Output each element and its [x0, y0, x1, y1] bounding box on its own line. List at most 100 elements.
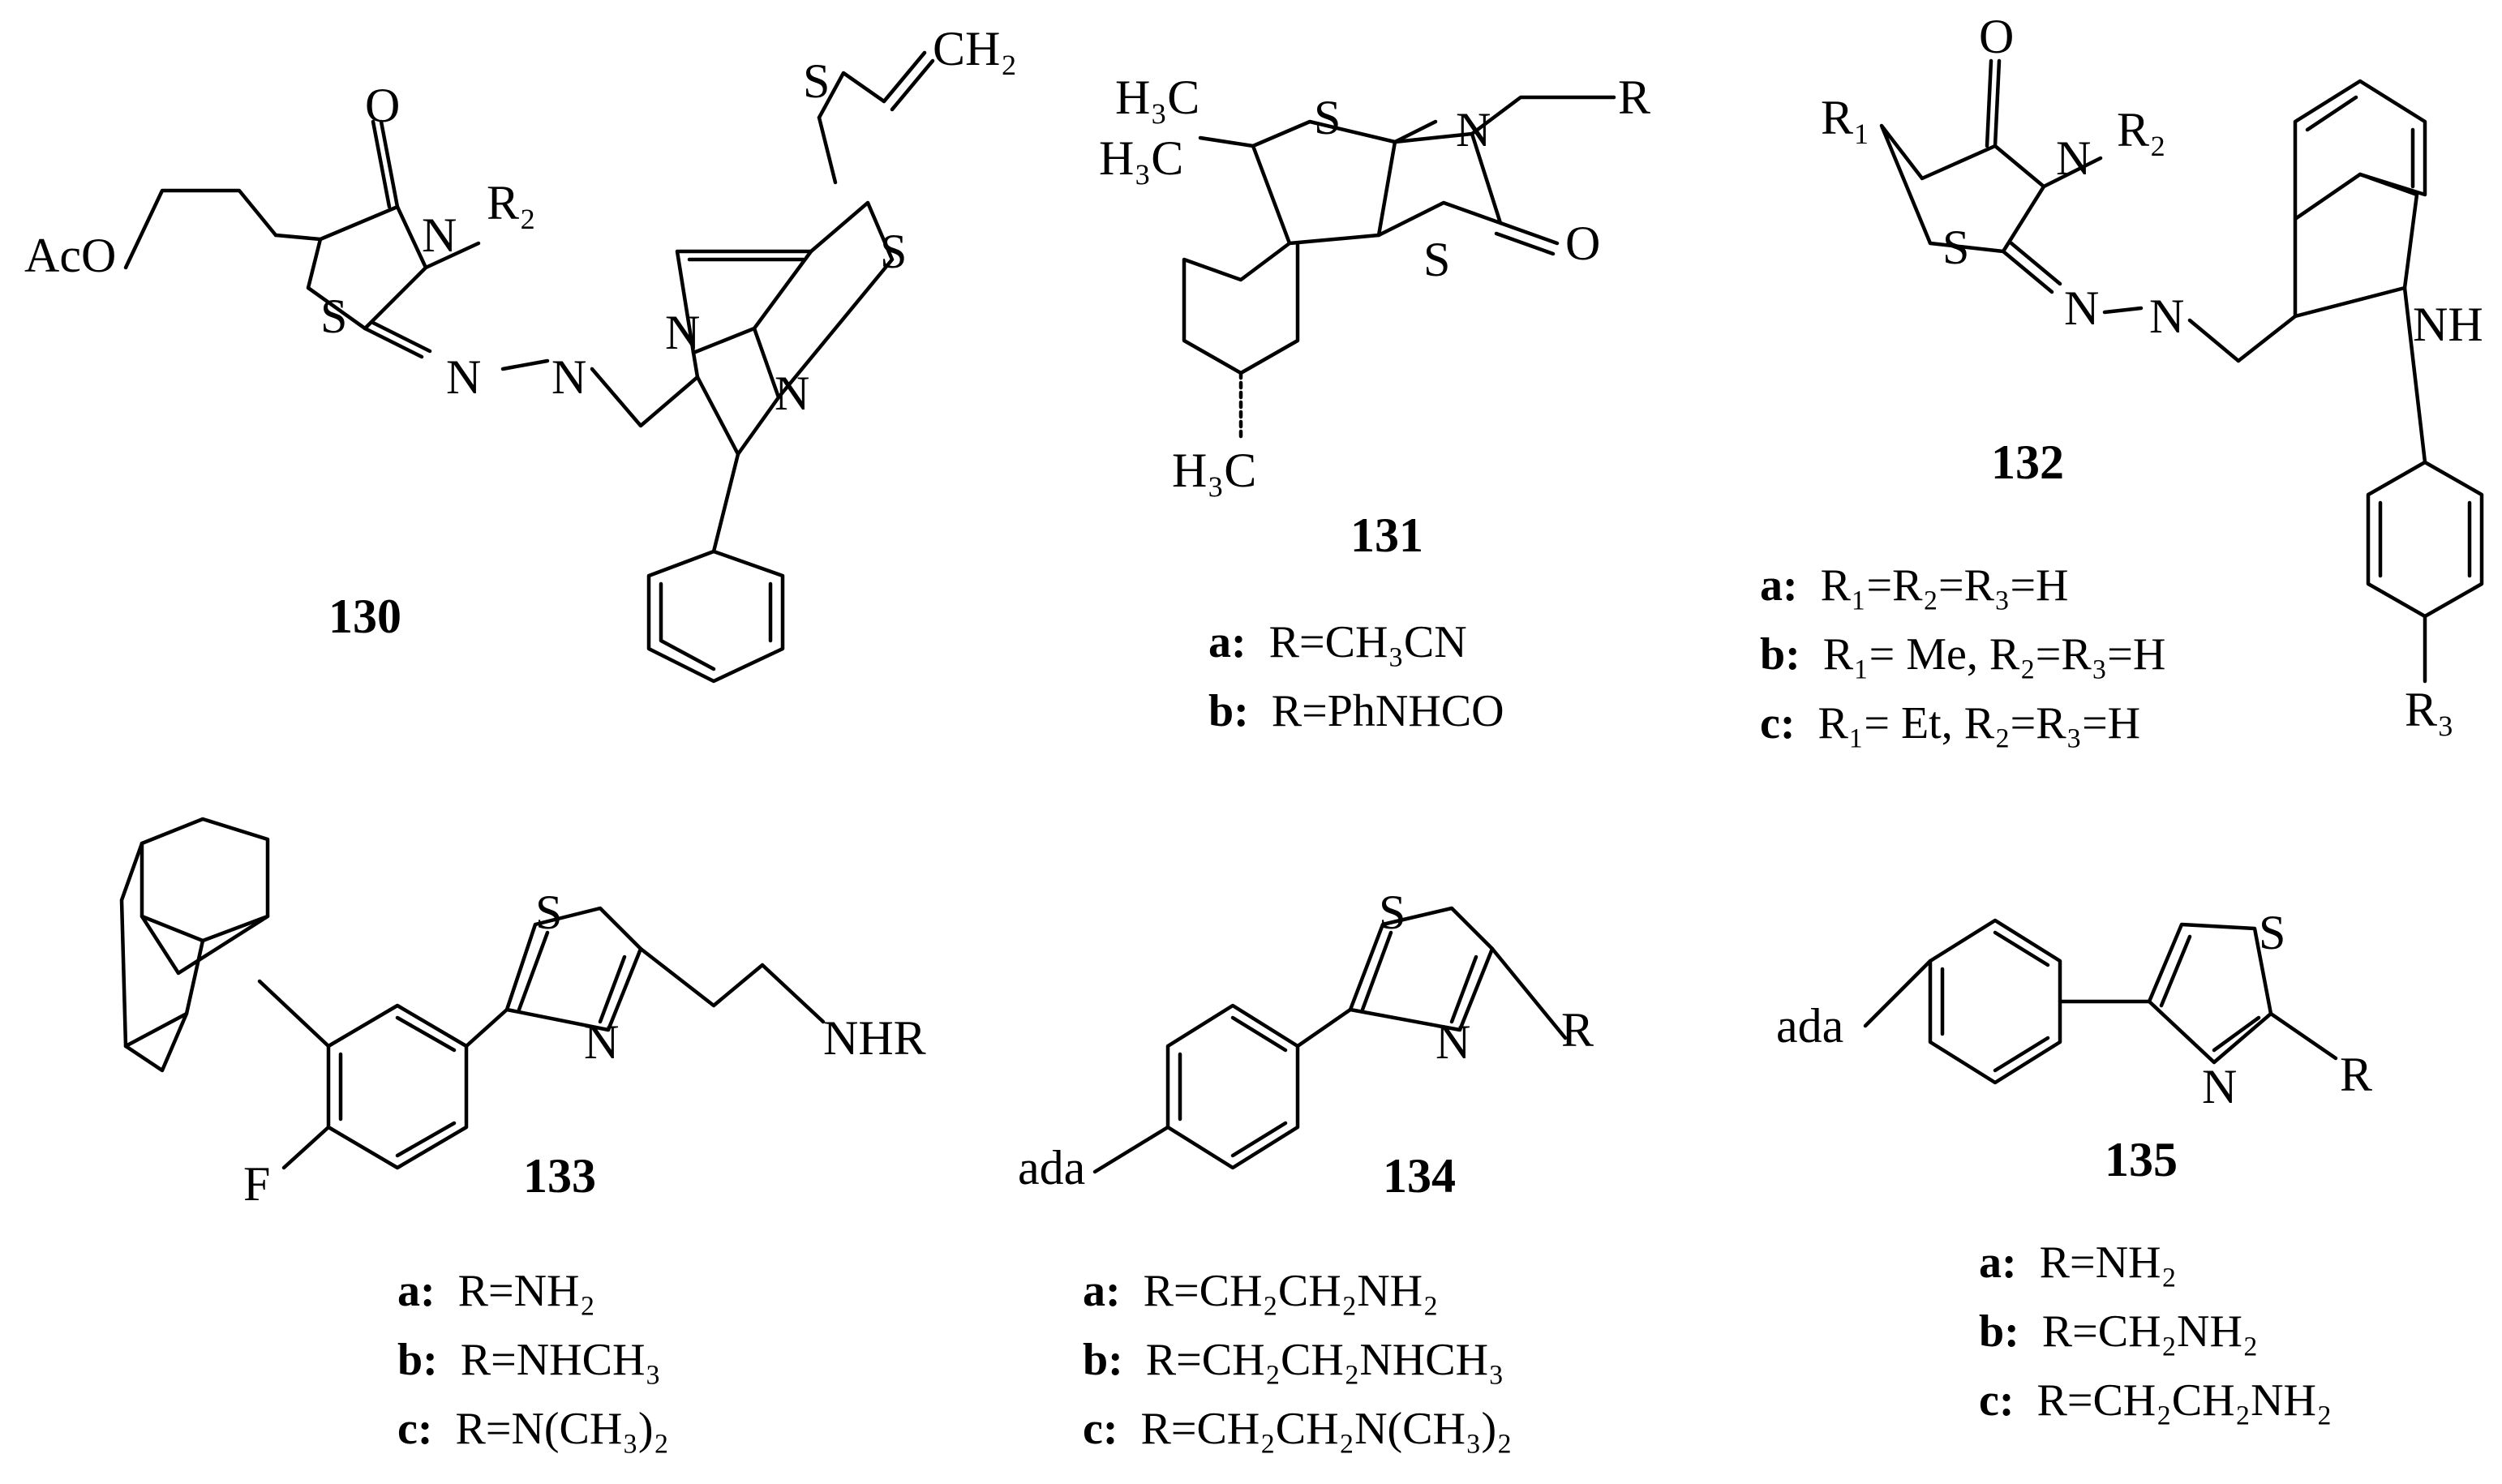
- variant-131a: a: R=CH₃CN: [1208, 617, 1467, 667]
- variant-text: R₁= Me, R₂=R₃=H: [1823, 629, 2165, 680]
- variant-134c: c: R=CH₂CH₂N(CH₃)₂: [1083, 1404, 1513, 1454]
- variant-135a: a: R=NH₂: [1979, 1237, 2177, 1288]
- label-h3c-1: H₃C: [1115, 71, 1200, 124]
- compound-number-131: 131: [1350, 508, 1423, 562]
- structure-134: S N R ada 134 a: R=CH₂CH₂NH₂ b: R=CH₂CH₂…: [1018, 886, 1594, 1454]
- label-r2: R₂: [2117, 103, 2166, 157]
- variant-text: R=CH₂CH₂N(CH₃)₂: [1141, 1404, 1513, 1454]
- label-s: S: [1379, 886, 1405, 939]
- variant-132a: a: R₁=R₂=R₃=H: [1760, 560, 2068, 611]
- label-n: N: [2056, 131, 2091, 185]
- variant-letter: a:: [1208, 617, 1247, 667]
- variant-text: R=N(CH₃)₂: [456, 1404, 670, 1454]
- label-s-thz: S: [1423, 233, 1450, 286]
- variant-letter: c:: [1760, 698, 1796, 748]
- label-h3c-2: H₃C: [1099, 131, 1183, 185]
- variant-letter: c:: [1083, 1404, 1118, 1454]
- compound-number-132: 132: [1991, 435, 2064, 489]
- label-o: O: [1565, 217, 1600, 270]
- variant-letter: b:: [397, 1335, 438, 1385]
- variant-letter: b:: [1208, 686, 1249, 736]
- variant-list-132: a: R₁=R₂=R₃=H b: R₁= Me, R₂=R₃=H c: R₁= …: [1760, 560, 2165, 748]
- variant-text: R₁= Et, R₂=R₃=H: [1818, 698, 2141, 748]
- variant-text: R=CH₂CH₂NH₂: [1144, 1266, 1439, 1316]
- label-f: F: [243, 1157, 270, 1211]
- compound-number-135: 135: [2105, 1133, 2178, 1186]
- variant-letter: a:: [1979, 1237, 2017, 1288]
- label-ada: ada: [1776, 999, 1843, 1053]
- label-r2: R₂: [487, 176, 536, 229]
- label-r: R: [1561, 1003, 1594, 1057]
- structure-130: AcO O N R₂ S N N S N N S CH₂ 130: [24, 22, 1017, 684]
- variant-text: R=NH₂: [458, 1266, 595, 1316]
- variant-131b: b: R=PhNHCO: [1208, 686, 1504, 736]
- variant-133a: a: R=NH₂: [397, 1266, 595, 1316]
- variant-132b: b: R₁= Me, R₂=R₃=H: [1760, 629, 2165, 680]
- label-s1: S: [320, 290, 347, 343]
- structure-135: ada S N R 135 a: R=NH₂ b: R=CH₂NH₂ c: R=…: [1776, 906, 2372, 1426]
- label-nhr: NHR: [823, 1011, 926, 1065]
- variant-135b: b: R=CH₂NH₂: [1979, 1306, 2258, 1357]
- structure-132: R₁ O N R₂ S N N NH R₃ 132 a: R₁=R₂=R₃=H …: [1760, 10, 2484, 748]
- variant-135c: c: R=CH₂CH₂NH₂: [1979, 1375, 2332, 1426]
- label-o: O: [365, 79, 400, 132]
- label-r: R: [2340, 1048, 2372, 1101]
- label-n: N: [584, 1015, 619, 1069]
- label-s-ring: S: [880, 225, 907, 278]
- variant-132c: c: R₁= Et, R₂=R₃=H: [1760, 698, 2140, 748]
- variant-letter: c:: [1979, 1375, 2015, 1426]
- variant-134b: b: R=CH₂CH₂NHCH₃: [1083, 1335, 1504, 1385]
- compound-number-134: 134: [1383, 1149, 1456, 1203]
- label-n-imine2: N: [2149, 290, 2184, 343]
- variant-text: R=CH₂CH₂NH₂: [2037, 1375, 2332, 1426]
- variant-list-134: a: R=CH₂CH₂NH₂ b: R=CH₂CH₂NHCH₃ c: R=CH₂…: [1083, 1266, 1513, 1454]
- variant-letter: b:: [1760, 629, 1800, 680]
- structure-131: H₃C H₃C S N R S O H₃C 131 a: R=CH₃CN b: …: [1099, 71, 1650, 736]
- variant-text: R=NH₂: [2040, 1237, 2177, 1288]
- label-n: N: [1456, 103, 1491, 157]
- label-s: S: [1942, 221, 1969, 274]
- variant-letter: a:: [1083, 1266, 1121, 1316]
- structure-133: S N NHR F 133 a: R=NH₂ b: R=NHCH₃ c: R=N…: [119, 817, 926, 1454]
- variant-133b: b: R=NHCH₃: [397, 1335, 661, 1385]
- variant-letter: a:: [397, 1266, 436, 1316]
- variant-letter: b:: [1979, 1306, 2019, 1357]
- variant-text: R=CH₂CH₂NHCH₃: [1146, 1335, 1504, 1385]
- label-aco: AcO: [24, 229, 116, 282]
- variant-text: R=CH₂NH₂: [2042, 1306, 2259, 1357]
- variant-text: R=CH₃CN: [1269, 617, 1467, 667]
- label-s: S: [535, 886, 562, 939]
- variant-134a: a: R=CH₂CH₂NH₂: [1083, 1266, 1439, 1316]
- label-nh: NH: [2413, 298, 2483, 351]
- variant-list-135: a: R=NH₂ b: R=CH₂NH₂ c: R=CH₂CH₂NH₂: [1979, 1237, 2332, 1426]
- variant-text: R₁=R₂=R₃=H: [1821, 560, 2069, 611]
- label-r1: R₁: [1821, 91, 1870, 144]
- variant-list-131: a: R=CH₃CN b: R=PhNHCO: [1208, 617, 1504, 736]
- label-s: S: [2259, 906, 2285, 959]
- label-n-ring2: N: [775, 367, 809, 420]
- label-ch2: CH₂: [933, 22, 1017, 75]
- variant-text: R=NHCH₃: [461, 1335, 661, 1385]
- variant-letter: c:: [397, 1404, 433, 1454]
- variant-text: R=PhNHCO: [1272, 686, 1504, 736]
- compound-number-130: 130: [328, 590, 401, 643]
- label-ada: ada: [1018, 1141, 1085, 1194]
- label-n: N: [2202, 1060, 2237, 1113]
- label-r: R: [1618, 71, 1650, 124]
- label-n-imine1: N: [2064, 281, 2099, 335]
- label-n3: N: [422, 208, 457, 262]
- variant-letter: a:: [1760, 560, 1798, 611]
- label-n: N: [1436, 1015, 1470, 1069]
- label-n-imine1: N: [446, 350, 481, 404]
- label-n-imine2: N: [551, 350, 586, 404]
- variant-letter: b:: [1083, 1335, 1123, 1385]
- variant-list-133: a: R=NH₂ b: R=NHCH₃ c: R=N(CH₃)₂: [397, 1266, 669, 1454]
- label-h3c-3: H₃C: [1172, 444, 1256, 497]
- label-n-ring1: N: [665, 306, 700, 359]
- label-s-ring: S: [1314, 91, 1341, 144]
- label-r3: R₃: [2405, 683, 2454, 736]
- label-o: O: [1979, 10, 2014, 63]
- compound-number-133: 133: [523, 1149, 596, 1203]
- label-s-allyl: S: [803, 54, 830, 108]
